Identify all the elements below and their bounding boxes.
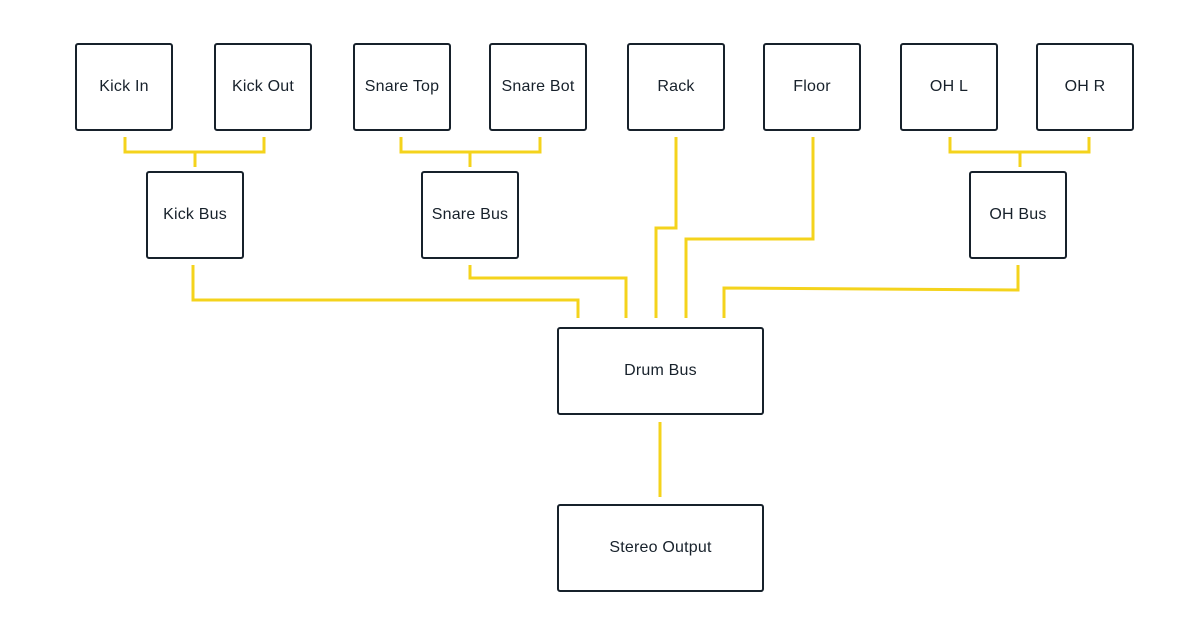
node-label: OH Bus [989,206,1047,223]
node-oh-bus: OH Bus [969,171,1067,259]
node-label: Floor [793,78,831,95]
node-kick-in: Kick In [75,43,173,131]
node-label: OH L [929,78,969,95]
node-label: OH R [1064,78,1106,95]
connector-rack-to-drum-bus [654,137,678,318]
node-snare-bus: Snare Bus [421,171,519,259]
node-label: Kick Out [231,78,295,95]
node-kick-out: Kick Out [214,43,312,131]
node-snare-bot: Snare Bot [489,43,587,131]
connector-kick-bus-to-drum-bus [191,265,580,318]
connector-snare-bus-to-drum-bus [468,265,628,318]
node-label: Kick Bus [163,206,227,223]
connector-oh-bus-to-drum-bus [722,265,1020,318]
connector-floor-to-drum-bus [684,137,815,318]
node-label: Kick In [99,78,149,95]
node-snare-top: Snare Top [353,43,451,131]
node-stereo-output: Stereo Output [557,504,764,592]
node-rack: Rack [627,43,725,131]
node-drum-bus: Drum Bus [557,327,764,415]
node-label: Snare Bus [431,206,509,223]
node-label: Snare Bot [501,78,575,95]
node-oh-r: OH R [1036,43,1134,131]
connector-snare-top-snare-bot-to-snare-bus [399,137,542,167]
node-label: Stereo Output [609,539,712,556]
node-label: Rack [657,78,695,95]
connector-kick-in-kick-out-to-kick-bus [123,137,266,167]
node-oh-l: OH L [900,43,998,131]
node-kick-bus: Kick Bus [146,171,244,259]
node-label: Snare Top [364,78,440,95]
node-label: Drum Bus [624,362,697,379]
connector-oh-l-oh-r-to-oh-bus [948,137,1091,167]
node-floor: Floor [763,43,861,131]
